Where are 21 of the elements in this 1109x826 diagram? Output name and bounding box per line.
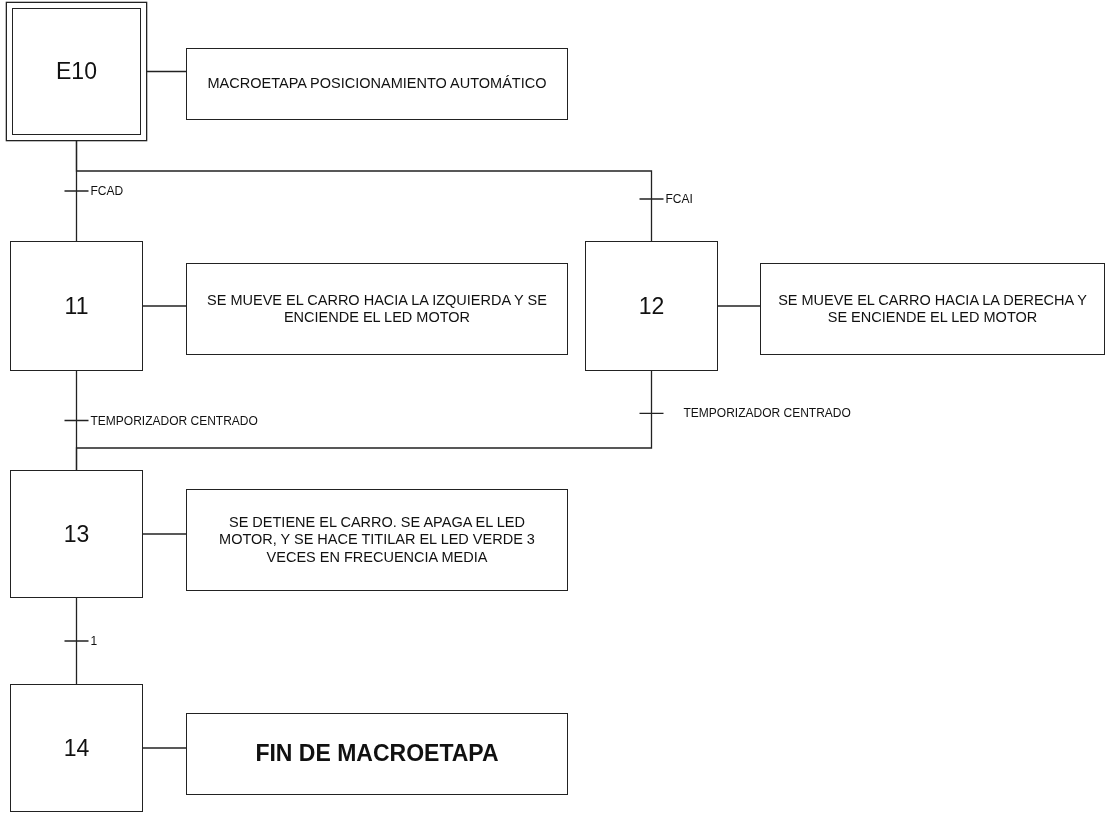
transition-label: FCAI: [664, 192, 694, 206]
connector-line: [142, 305, 187, 307]
step-box: 13: [10, 470, 143, 598]
connector-line: [717, 305, 761, 307]
step-box: 11: [10, 241, 143, 371]
transition-label: FCAD: [89, 184, 125, 198]
connector-line: [63, 597, 90, 685]
connector-line: [142, 533, 187, 535]
connector-line: [75, 370, 665, 471]
connector-line: [146, 70, 187, 73]
connector-line: [142, 747, 187, 749]
action-box: MACROETAPA POSICIONAMIENTO AUTOMÁTICO: [186, 48, 568, 120]
connector-line: [75, 140, 665, 242]
action-box: FIN DE MACROETAPA: [186, 713, 568, 795]
action-box: SE DETIENE EL CARRO. SE APAGA EL LED MOTOR, Y SE HACE TITILAR EL LED VERDE 3 VECES EN FRECUENCIA MEDIA: [186, 489, 568, 591]
transition-label: 1: [89, 634, 99, 648]
transition-label: TEMPORIZADOR CENTRADO: [89, 413, 259, 428]
action-box: SE MUEVE EL CARRO HACIA LA IZQUIERDA Y SE ENCIENDE EL LED MOTOR: [186, 263, 568, 355]
step-box: 14: [10, 684, 143, 812]
action-box: SE MUEVE EL CARRO HACIA LA DERECHA Y SE ENCIENDE EL LED MOTOR: [760, 263, 1105, 355]
step-box: 12: [585, 241, 718, 371]
